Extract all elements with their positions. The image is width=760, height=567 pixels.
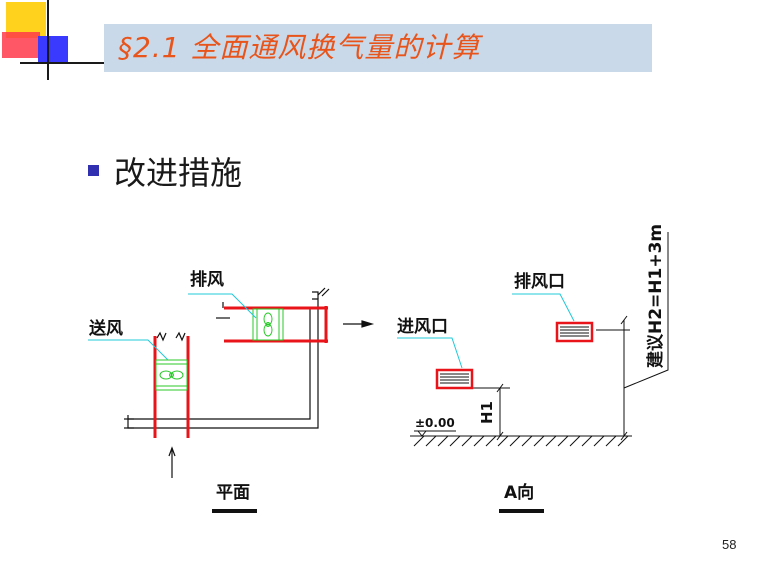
level-mark-icon	[414, 430, 456, 437]
plan-leader-lines	[88, 293, 257, 361]
exhaust-fan-icon	[252, 308, 284, 341]
corner-square-blue	[38, 36, 68, 62]
inlet-grille-icon	[435, 368, 474, 390]
label-supply: 送风	[89, 318, 123, 339]
title-bar	[104, 24, 652, 72]
dim-h1-line	[468, 383, 510, 441]
caption-plan-underline	[212, 509, 257, 513]
label-outlet: 排风口	[514, 271, 565, 292]
corner-vertical-line	[47, 0, 49, 80]
label-inlet: 进风口	[397, 317, 448, 337]
supply-fan-icon	[155, 359, 188, 391]
slide-title: §2.1 全面通风换气量的计算	[118, 31, 481, 64]
elevation-leader-lines	[397, 293, 575, 369]
view-arrow	[343, 320, 375, 328]
bullet-text: 改进措施	[114, 154, 243, 192]
dim-h2-text: 建议H2=H1+3m	[645, 224, 666, 368]
level-mark-text: ±0.00	[415, 416, 455, 430]
exhaust-duct	[224, 306, 328, 343]
ground-line	[410, 435, 632, 447]
corner-horizontal-line	[20, 62, 108, 64]
page-number: 58	[722, 537, 737, 552]
bullet-square-icon	[88, 165, 99, 176]
outlet-grille-icon	[555, 321, 594, 343]
caption-elevation: A向	[504, 482, 534, 503]
dim-h2-line	[596, 232, 669, 441]
supply-duct	[153, 336, 190, 438]
corner-square-red	[2, 32, 40, 58]
caption-plan: 平面	[216, 483, 250, 503]
elevation-view: ±0.00 H1 建议H2=H1+3m	[397, 224, 669, 513]
caption-elevation-underline	[499, 509, 544, 513]
dim-h1-text: H1	[478, 401, 496, 424]
plan-view: 排风 送风 平面	[88, 269, 330, 513]
label-exhaust: 排风	[190, 269, 224, 290]
